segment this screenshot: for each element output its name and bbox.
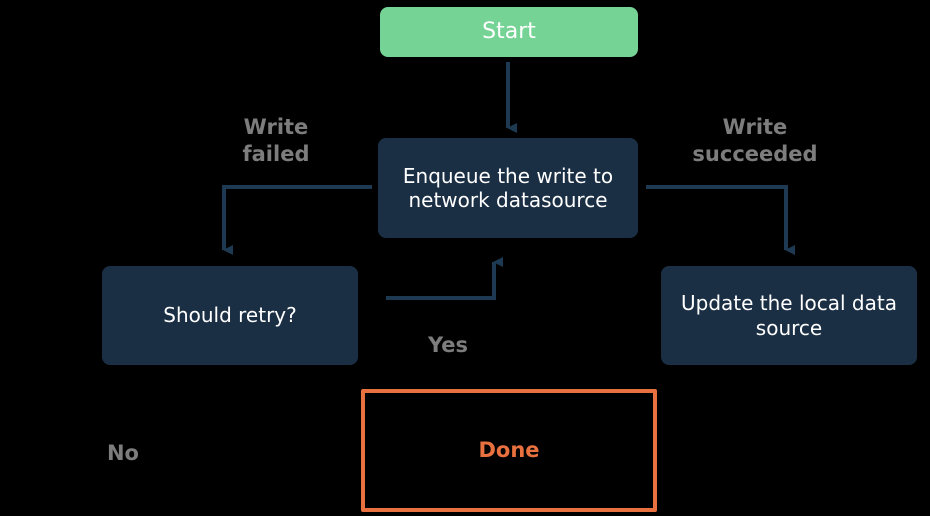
edge-label-write-succeeded: Write succeeded: [692, 115, 818, 167]
node-done[interactable]: Done: [361, 389, 657, 512]
node-start-label: Start: [482, 18, 536, 44]
node-done-label: Done: [478, 437, 540, 462]
node-should-retry[interactable]: Should retry?: [102, 266, 358, 365]
edge-enqueue-to-retry: [222, 185, 372, 255]
edge-label-yes: Yes: [427, 333, 469, 357]
node-enqueue-label: Enqueue the write to network datasource: [402, 163, 614, 212]
node-enqueue[interactable]: Enqueue the write to network datasource: [378, 138, 638, 238]
node-start[interactable]: Start: [380, 7, 638, 57]
edge-label-no: No: [106, 441, 139, 465]
node-update-local-data-source[interactable]: Update the local data source: [661, 266, 917, 365]
node-should-retry-label: Should retry?: [163, 303, 297, 328]
edge-enqueue-to-update: [646, 185, 795, 255]
node-update-local-data-source-label: Update the local data source: [681, 291, 897, 340]
edge-retry-yes-to-enqueue: [386, 257, 503, 300]
edge-label-write-failed: Write failed: [242, 115, 310, 167]
